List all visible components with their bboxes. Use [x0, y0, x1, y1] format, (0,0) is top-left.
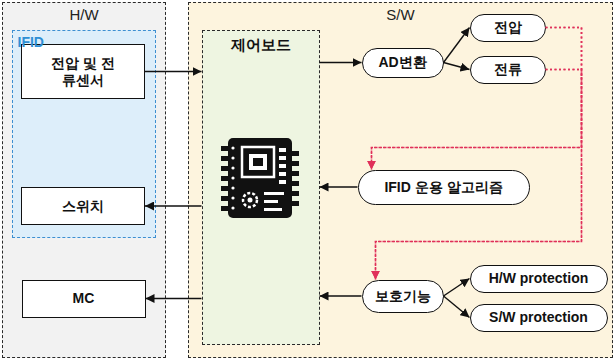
pin	[221, 166, 229, 171]
board-trace	[264, 200, 278, 203]
region-title: H/W	[3, 6, 165, 24]
pin	[291, 161, 299, 166]
group-title: 제어보드	[203, 36, 319, 54]
process-pill: AD변환	[362, 48, 444, 78]
board-trace	[279, 172, 286, 176]
gear-center	[248, 198, 253, 203]
signal-line	[376, 70, 582, 280]
box-label: 스위치	[62, 198, 104, 215]
switch-box: 스위치	[21, 187, 145, 225]
pin	[291, 201, 299, 206]
pin	[221, 146, 229, 151]
signal-line	[372, 28, 582, 170]
board-dot	[231, 206, 234, 209]
arrow-connector	[146, 298, 202, 299]
chip-core-inner	[253, 158, 263, 166]
board-dot	[231, 166, 234, 169]
pill-label: S/W protection	[489, 309, 588, 326]
pill-label: 전압	[494, 19, 522, 36]
pin	[221, 176, 229, 181]
mc-box: MC	[22, 280, 146, 318]
board-trace	[279, 156, 286, 160]
pin	[221, 196, 229, 201]
circuit-board-icon	[220, 134, 300, 222]
pill-label: 보호기능	[375, 288, 431, 305]
ifid-group: 전압 및 전류센서스위치 IFID	[12, 30, 156, 238]
pin	[221, 206, 229, 211]
sensor-box: 전압 및 전류센서	[21, 44, 145, 99]
group-title: IFID	[18, 34, 155, 51]
board-trace	[264, 192, 284, 195]
arrow-connector	[444, 63, 470, 70]
arrow-connector	[444, 279, 470, 297]
pill-label: IFID 운용 알고리즘	[384, 179, 502, 196]
arrow-connector	[320, 295, 362, 296]
signal-line	[372, 70, 582, 170]
arrow-connector	[444, 28, 470, 63]
region-title: S/W	[189, 6, 612, 24]
pin	[291, 151, 299, 156]
connector-group	[145, 28, 582, 318]
pin	[291, 181, 299, 186]
output-pill: 전류	[470, 56, 546, 84]
pin	[291, 171, 299, 176]
board-trace	[264, 208, 282, 211]
pill-label: AD변환	[378, 54, 426, 71]
chip-outline	[242, 147, 274, 177]
arrow-connector	[145, 71, 202, 72]
output-pill: 전압	[470, 14, 546, 42]
gear-symbol	[243, 193, 257, 207]
pill-label: 전류	[494, 61, 522, 78]
board-dot	[231, 196, 234, 199]
process-pill: 보호기능	[362, 280, 444, 313]
arrow-connector	[444, 296, 470, 318]
board-body	[228, 138, 292, 218]
board-dot	[231, 176, 234, 179]
board-dot	[231, 146, 234, 149]
box-label: MC	[73, 290, 95, 307]
hardware-region: 전압 및 전류센서스위치 IFID MC H/W	[2, 2, 166, 358]
board-trace	[279, 180, 286, 184]
arrow-connector	[145, 205, 202, 206]
board-trace	[279, 164, 286, 168]
board-dot	[231, 156, 234, 159]
pin	[291, 191, 299, 196]
pin	[221, 186, 229, 191]
arrow-connector	[320, 186, 358, 187]
board-dot	[231, 186, 234, 189]
pin	[221, 156, 229, 161]
signal-line	[376, 28, 582, 280]
software-region: 제어보드 AD변환 전압전류 IFID 운용 알고리즘보호기능 H/W protect…	[188, 2, 613, 358]
box-label: 전압 및 전류센서	[50, 55, 116, 89]
arrow-connector	[320, 62, 362, 63]
board-trace	[279, 148, 286, 152]
pill-label: H/W protection	[489, 270, 589, 287]
output-pill: H/W protection	[470, 265, 608, 293]
chip-core	[249, 154, 267, 170]
control-board: 제어보드	[202, 30, 320, 345]
output-pill: S/W protection	[470, 304, 608, 332]
algorithm-pill: IFID 운용 알고리즘	[358, 170, 530, 205]
